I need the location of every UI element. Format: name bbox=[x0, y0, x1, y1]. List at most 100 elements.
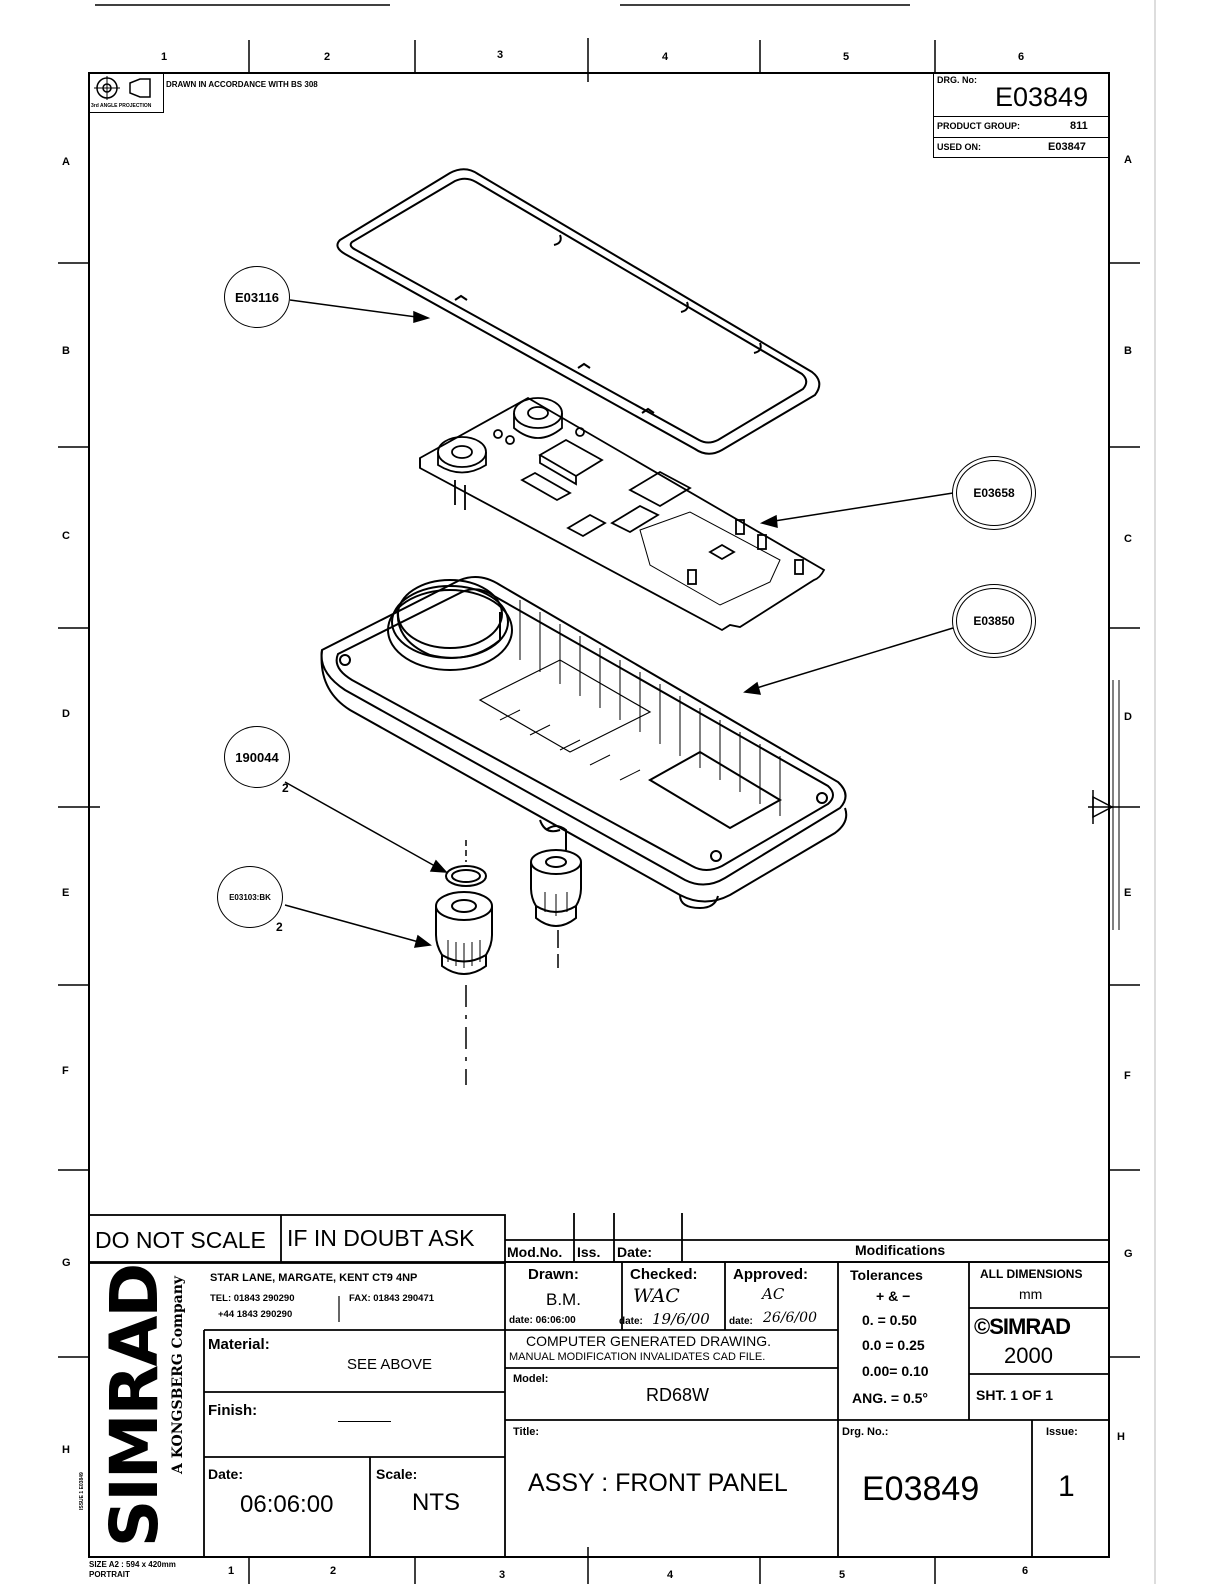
scale-label: Scale: bbox=[376, 1466, 418, 1482]
sheet-size-note: SIZE A2 : 594 x 420mm bbox=[89, 1560, 176, 1569]
col-label-top-6: 6 bbox=[1018, 51, 1025, 63]
row-label-left-c: C bbox=[62, 530, 70, 542]
col-label-top-1: 1 bbox=[161, 51, 168, 63]
checked-label: Checked: bbox=[630, 1266, 698, 1283]
row-label-right-c: C bbox=[1124, 533, 1132, 545]
row-label-right-g: G bbox=[1124, 1248, 1133, 1260]
if-in-doubt-text: IF IN DOUBT ASK bbox=[287, 1225, 475, 1251]
orientation-note: PORTRAIT bbox=[89, 1570, 130, 1579]
finish-label: Finish: bbox=[208, 1402, 258, 1419]
drawn-standard-note: DRAWN IN ACCORDANCE WITH BS 308 bbox=[166, 80, 318, 89]
drg-no-value-bottom: E03849 bbox=[862, 1470, 980, 1508]
dimensions-unit: mm bbox=[1019, 1286, 1043, 1302]
used-on-value: E03847 bbox=[1048, 141, 1086, 153]
approved-date-value: 26/6/00 bbox=[763, 1310, 817, 1326]
col-label-top-4: 4 bbox=[662, 51, 669, 63]
material-label: Material: bbox=[208, 1336, 270, 1353]
title-label: Title: bbox=[513, 1426, 540, 1438]
col-label-bottom-5: 5 bbox=[839, 1569, 846, 1581]
approved-label: Approved: bbox=[733, 1266, 808, 1283]
product-group-value: 811 bbox=[1070, 120, 1088, 132]
row-label-right-h: H bbox=[1117, 1431, 1125, 1443]
knob-left bbox=[435, 891, 493, 975]
model-label: Model: bbox=[513, 1373, 549, 1385]
scale-value: NTS bbox=[412, 1489, 460, 1516]
checked-value: WAC bbox=[633, 1285, 680, 1307]
row-label-left-g: G bbox=[62, 1257, 71, 1269]
row-label-left-e: E bbox=[62, 887, 70, 899]
date-header: Date: bbox=[617, 1244, 653, 1260]
tolerances-label: Tolerances bbox=[850, 1267, 923, 1283]
drawn-value: B.M. bbox=[546, 1290, 581, 1309]
fax-line: FAX: 01843 290471 bbox=[349, 1293, 435, 1304]
drg-no-label-bottom: Drg. No.: bbox=[842, 1426, 889, 1438]
tolerance-1: 0. = 0.50 bbox=[862, 1312, 917, 1328]
finish-value-line bbox=[338, 1421, 391, 1422]
col-label-top-3: 3 bbox=[497, 49, 504, 61]
row-label-left-f: F bbox=[62, 1065, 69, 1077]
kongsberg-subtitle: A KONGSBERG Company bbox=[170, 1275, 186, 1474]
cad-notice-line1: COMPUTER GENERATED DRAWING. bbox=[526, 1333, 772, 1349]
tel2-line: +44 1843 290290 bbox=[218, 1309, 293, 1320]
cad-notice-line2: MANUAL MODIFICATION INVALIDATES CAD FILE… bbox=[509, 1351, 766, 1363]
pcb-board bbox=[419, 396, 826, 632]
col-label-bottom-6: 6 bbox=[1022, 1565, 1029, 1577]
callout-190044: 190044 bbox=[224, 726, 290, 788]
exploded-assembly-illustration bbox=[284, 168, 954, 1085]
used-on-label: USED ON: bbox=[937, 142, 982, 152]
drawn-label: Drawn: bbox=[528, 1266, 579, 1283]
tolerance-2: 0.0 = 0.25 bbox=[862, 1337, 925, 1353]
callout-e03116: E03116 bbox=[224, 266, 290, 328]
o-ring-part bbox=[445, 865, 487, 887]
callout-e03103-bk: E03103:BK bbox=[217, 866, 283, 928]
tolerances-pm: + & − bbox=[876, 1288, 911, 1304]
simrad-logo-text: SIMRAD bbox=[96, 1264, 173, 1548]
row-label-right-a: A bbox=[1124, 154, 1132, 166]
issue-value: 1 bbox=[1058, 1470, 1075, 1503]
bezel-frame bbox=[336, 168, 821, 455]
material-value: SEE ABOVE bbox=[347, 1356, 433, 1373]
simrad-logo: SIMRAD bbox=[95, 1265, 175, 1552]
copyright-logo: ©SIMRAD bbox=[974, 1314, 1071, 1339]
modifications-header: Modifications bbox=[855, 1242, 946, 1258]
row-label-left-a: A bbox=[62, 156, 70, 168]
row-label-right-e: E bbox=[1124, 887, 1132, 899]
sheet-number: SHT. 1 OF 1 bbox=[976, 1387, 1054, 1403]
row-label-left-b: B bbox=[62, 345, 70, 357]
date-field-value: 06:06:00 bbox=[240, 1491, 334, 1518]
callout-190044-qty: 2 bbox=[282, 781, 289, 795]
model-value: RD68W bbox=[646, 1385, 710, 1405]
col-label-top-2: 2 bbox=[324, 51, 331, 63]
drg-number-value: E03849 bbox=[995, 82, 1089, 112]
col-label-bottom-1: 1 bbox=[228, 1565, 235, 1577]
drg-number-label: DRG. No: bbox=[937, 75, 977, 85]
knob-right bbox=[530, 825, 582, 927]
checked-date-value: 19/6/00 bbox=[652, 1310, 710, 1328]
tel-line: TEL: 01843 290290 bbox=[210, 1293, 295, 1304]
projection-symbol-icon bbox=[94, 76, 151, 100]
tolerance-angle: ANG. = 0.5° bbox=[852, 1390, 929, 1406]
row-label-left-h: H bbox=[62, 1444, 70, 1456]
address-line: STAR LANE, MARGATE, KENT CT9 4NP bbox=[210, 1272, 418, 1284]
iss-header: Iss. bbox=[577, 1244, 601, 1260]
callout-e03850: E03850 bbox=[952, 584, 1036, 658]
do-not-scale-text: DO NOT SCALE bbox=[95, 1227, 266, 1253]
col-label-bottom-3: 3 bbox=[499, 1569, 506, 1581]
row-label-right-f: F bbox=[1124, 1070, 1131, 1082]
projection-symbol-box bbox=[89, 73, 164, 113]
tolerance-3: 0.00= 0.10 bbox=[862, 1363, 929, 1379]
side-issue-note: ISSUE 1 E03849 bbox=[79, 1472, 85, 1510]
approved-value: AC bbox=[762, 1285, 785, 1303]
row-label-left-d: D bbox=[62, 708, 70, 720]
drawn-date: date: 06:06:00 bbox=[509, 1315, 576, 1326]
mod-no-header: Mod.No. bbox=[507, 1244, 563, 1260]
leader-lines bbox=[284, 299, 954, 948]
callout-e03103-bk-qty: 2 bbox=[276, 920, 283, 934]
product-group-label: PRODUCT GROUP: bbox=[937, 121, 1020, 131]
copyright-year: 2000 bbox=[1004, 1343, 1053, 1368]
title-value: ASSY : FRONT PANEL bbox=[528, 1469, 788, 1497]
row-label-right-d: D bbox=[1124, 711, 1132, 723]
used-on-box bbox=[933, 137, 1109, 158]
all-dimensions-label: ALL DIMENSIONS bbox=[980, 1267, 1083, 1281]
date-field-label: Date: bbox=[208, 1466, 244, 1482]
